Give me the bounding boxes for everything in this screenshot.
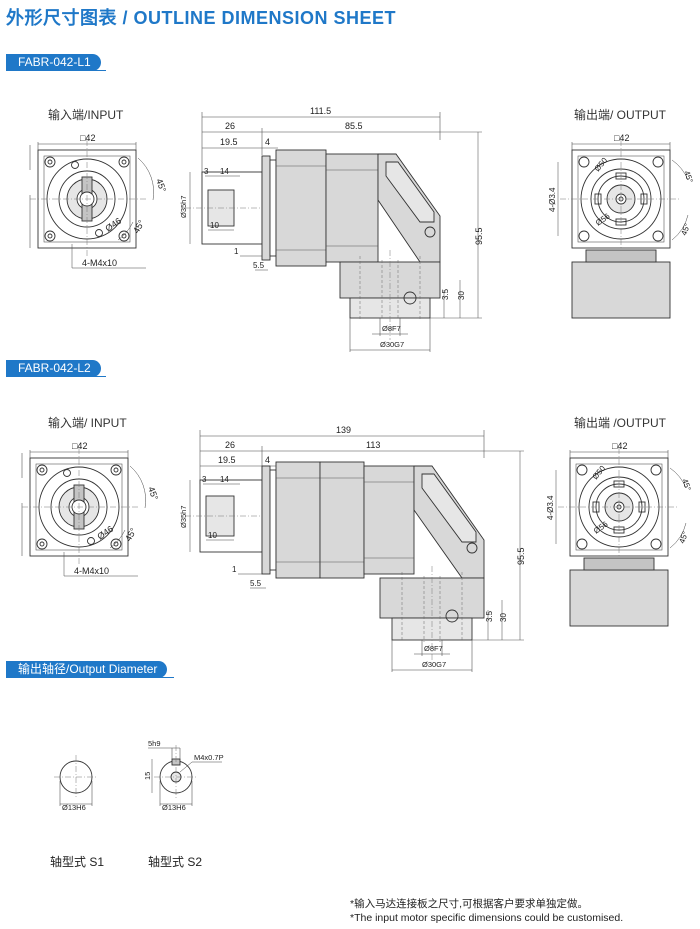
shaft-caption-s1: 轴型式 S1 <box>50 855 105 869</box>
dim-pilot: Ø30G7 <box>422 660 446 669</box>
dim-s2-dia: Ø13H6 <box>162 803 186 812</box>
dim-flange: 19.5 <box>220 137 238 147</box>
dim-step: 4 <box>265 455 270 465</box>
dim-d1: 3.5 <box>441 288 450 300</box>
side-view-l1: 111.5 26 85.5 19.5 4 3 14 10 Ø35h7 1 5.5 <box>179 106 484 352</box>
dim-shaft-dia: Ø35h7 <box>179 505 188 528</box>
dim-height: 95.5 <box>474 227 484 245</box>
dim-angle2: 45° <box>677 530 690 544</box>
dim-height: 95.5 <box>516 547 526 565</box>
dim-input-len: 26 <box>225 440 235 450</box>
dim-angle2: 45° <box>679 222 692 236</box>
dim-d2: 30 <box>457 291 466 300</box>
page-title: 外形尺寸图表 / OUTLINE DIMENSION SHEET <box>6 8 397 28</box>
dim-square: □42 <box>72 441 87 451</box>
dim-t1: 1 <box>234 247 239 256</box>
section-rule-l2 <box>6 376 106 377</box>
section-rule-output-diameter <box>6 677 174 678</box>
dim-angle: 45° <box>146 485 160 502</box>
dim-angle1: 45° <box>682 170 695 184</box>
output-caption-l1: 输出端/ OUTPUT <box>574 108 666 122</box>
dim-step: 4 <box>265 137 270 147</box>
dim-key: 3 <box>204 167 209 176</box>
dim-angle1: 45° <box>680 478 693 492</box>
dim-body-len: 85.5 <box>345 121 363 131</box>
dim-s2-height: 15 <box>143 772 152 780</box>
dim-overall: 111.5 <box>310 106 331 116</box>
dim-flange: 19.5 <box>218 455 236 465</box>
dim-t1: 1 <box>232 565 237 574</box>
dim-s2-thread: M4x0.7P <box>194 753 224 762</box>
dim-bolts: 4-M4x10 <box>74 566 109 576</box>
dim-bore: Ø8F7 <box>424 644 443 653</box>
dim-d2: 30 <box>499 613 508 622</box>
section-label-l1: FABR-042-L1 <box>6 54 101 71</box>
dim-pilot: Ø30G7 <box>380 340 404 349</box>
dim-d1: 3.5 <box>485 610 494 622</box>
input-caption-l2: 输入端/ INPUT <box>48 416 127 430</box>
dim-key-len: 14 <box>220 167 229 176</box>
dim-square: □42 <box>80 133 95 143</box>
dim-t2: 5.5 <box>250 579 262 588</box>
dim-t2: 5.5 <box>253 261 265 270</box>
input-view-l1: □42 45° 45° Ø46 4-M4x10 <box>29 133 168 269</box>
dim-shaft-dia: Ø35h7 <box>179 195 188 218</box>
side-view-l2: 139 26 113 19.5 4 3 14 10 Ø35h7 1 5.5 <box>179 425 526 672</box>
input-view-l2: □42 45° 45° Ø46 4-M4x10 <box>21 441 160 577</box>
note-en: *The input motor specific dimensions cou… <box>350 912 624 924</box>
section-rule-l1 <box>6 70 106 71</box>
section-label-l2: FABR-042-L2 <box>6 360 101 377</box>
dim-input-len: 26 <box>225 121 235 131</box>
dim-key-len: 14 <box>220 475 229 484</box>
dim-holes: 4-Ø3.4 <box>548 187 557 212</box>
dim-shaft-len: 10 <box>208 531 217 540</box>
section-label-output-diameter: 输出轴径/Output Diameter <box>6 661 168 678</box>
note-cn: *输入马达连接板之尺寸,可根据客户要求单独定做。 <box>350 898 589 910</box>
dim-s2-key: 5h9 <box>148 739 161 748</box>
output-caption-l2: 输出端 /OUTPUT <box>574 416 666 430</box>
shaft-s1: Ø13H6 <box>54 755 98 812</box>
dim-square: □42 <box>612 441 627 451</box>
dim-square: □42 <box>614 133 629 143</box>
output-view-l2: □42 4-Ø3.4 Ø50 Ø56 45° 45° <box>546 441 693 627</box>
dim-bore: Ø8F7 <box>382 324 401 333</box>
input-caption-l1: 输入端/INPUT <box>48 108 124 122</box>
shaft-caption-s2: 轴型式 S2 <box>148 855 203 869</box>
dim-s1-dia: Ø13H6 <box>62 803 86 812</box>
dim-key: 3 <box>202 475 207 484</box>
dim-holes: 4-Ø3.4 <box>546 495 555 520</box>
output-view-l1: □42 4-Ø3.4 Ø50 Ø56 45° 45° <box>548 133 695 319</box>
dim-angle: 45° <box>154 177 168 194</box>
dim-shaft-len: 10 <box>210 221 219 230</box>
dim-overall: 139 <box>336 425 351 435</box>
dim-body-len: 113 <box>366 440 380 450</box>
dim-bolts: 4-M4x10 <box>82 258 117 268</box>
shaft-s2: 5h9 15 M4x0.7P Ø13H6 <box>143 739 224 812</box>
